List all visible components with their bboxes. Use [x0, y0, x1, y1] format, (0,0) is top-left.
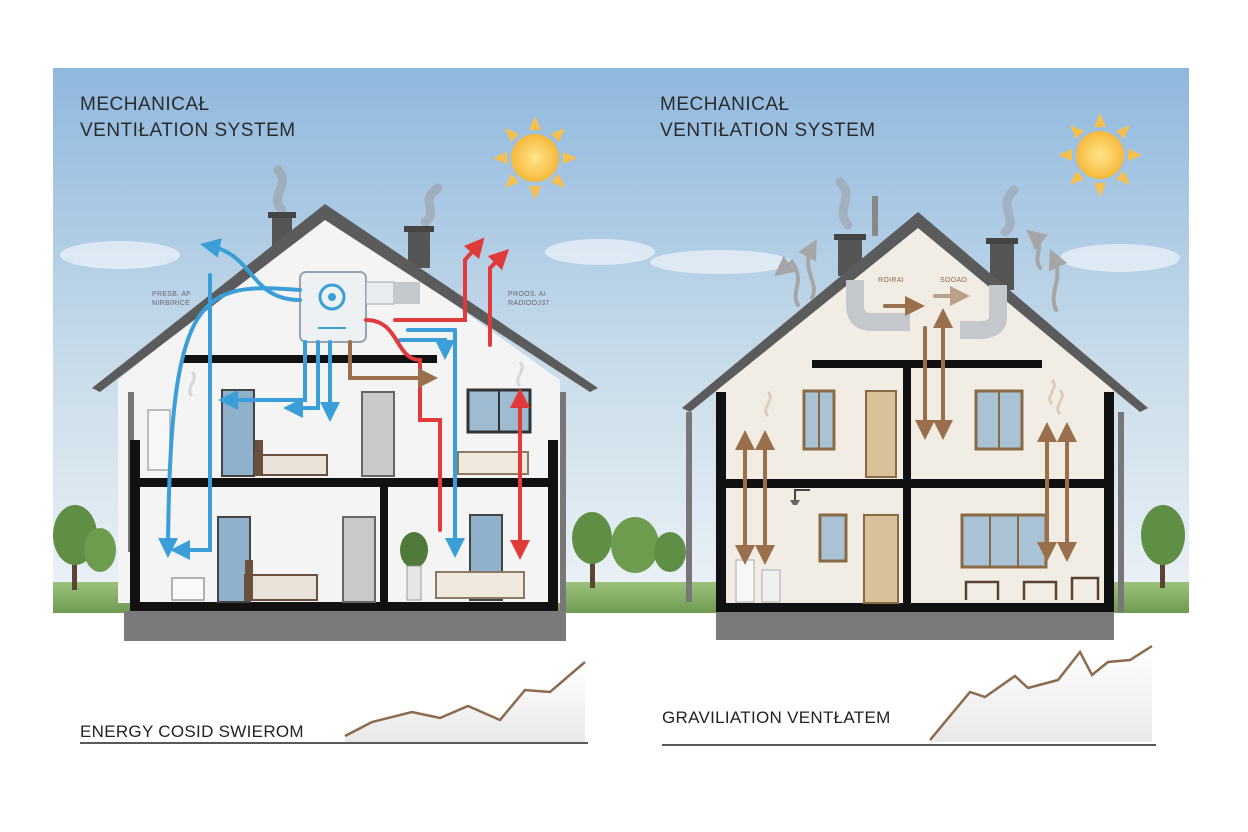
left-inlet-label-2: NIRBIRICE: [152, 300, 190, 307]
right-house: ROIRAI SOOAO: [682, 177, 1148, 640]
ventilation-unit-icon: [299, 271, 420, 343]
left-outlet-label: PROOS. AI: [508, 291, 546, 298]
left-house: PRESB. AF NIRBIRICE PROOS. AI RADIOOJ37: [92, 165, 598, 641]
exhaust-air-flow: [364, 237, 530, 560]
left-panel-title: MECHANICAŁ VENTIŁATION SYSTEM: [80, 92, 296, 144]
stale-air-flow: [348, 340, 438, 388]
right-attic-label-2: SOOAO: [940, 277, 967, 284]
right-panel-title: MECHANICAŁ VENTIŁATION SYSTEM: [660, 92, 876, 144]
fresh-air-flow: [158, 238, 465, 560]
smoke-icon: [835, 177, 1019, 237]
left-title-line2: VENTIŁATION SYSTEM: [80, 120, 296, 141]
right-title-line1: MECHANICAŁ: [660, 94, 790, 115]
sun-icon: [1058, 113, 1142, 197]
left-title-line1: MECHANICAŁ: [80, 94, 210, 115]
tree-icon: [53, 505, 1185, 590]
right-energy-chart: [662, 644, 1156, 746]
left-energy-chart: [80, 661, 588, 744]
right-caption: GRAVILIATION VENTŁATEM: [662, 708, 891, 727]
right-attic-label: ROIRAI: [878, 277, 904, 284]
outdoor-air-flow: [774, 229, 1068, 312]
cloud-group: [60, 239, 1180, 274]
gravity-air-flow: [735, 286, 1077, 565]
right-title-line2: VENTIŁATION SYSTEM: [660, 120, 876, 141]
trend-line-icon: [929, 644, 1153, 741]
left-inlet-label: PRESB. AF: [152, 291, 191, 298]
left-caption: ENERGY COSID SWIEROM: [80, 722, 304, 741]
trend-line-icon: [344, 661, 586, 738]
left-outlet-label-2: RADIOOJ37: [508, 300, 550, 307]
smoke-icon: [272, 165, 443, 227]
sun-icon: [493, 116, 577, 200]
